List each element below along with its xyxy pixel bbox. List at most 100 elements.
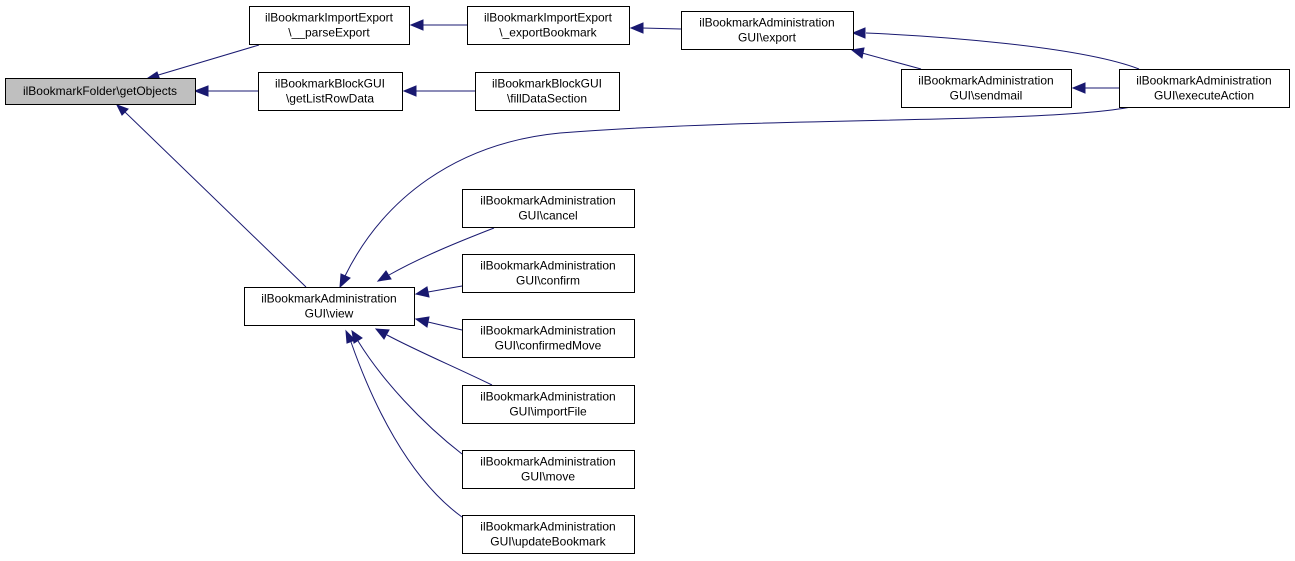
edge-updateBookmark-to-view: [345, 329, 463, 518]
edge-line: [427, 321, 463, 331]
arrowhead: [402, 85, 417, 97]
edge-cancel-to-view: [376, 227, 495, 282]
arrowhead: [414, 286, 430, 298]
node-label-line: \_exportBookmark: [499, 26, 597, 40]
edge-move-to-view: [351, 329, 463, 455]
arrowhead: [351, 329, 363, 344]
node-fillDataSection[interactable]: ilBookmarkBlockGUI\fillDataSection: [475, 72, 620, 111]
edge-executeAction-to-sendmail: [1071, 82, 1119, 94]
node-label-line: GUI\view: [305, 307, 354, 321]
edge-line: [357, 340, 463, 455]
node-box: [249, 6, 410, 45]
node-label-line: ilBookmarkAdministration: [261, 292, 396, 306]
arrowhead: [629, 22, 644, 34]
node-label-line: ilBookmarkAdministration: [480, 324, 615, 338]
edge-sendmail-to-adminExport: [850, 47, 922, 70]
edge-line: [865, 32, 1140, 70]
node-getObjects[interactable]: ilBookmarkFolder\getObjects: [5, 78, 196, 105]
edge-executeAction-to-view: [339, 106, 1132, 289]
node-label-line: ilBookmarkAdministration: [480, 194, 615, 208]
edge-importFile-to-view: [374, 328, 493, 386]
node-label-line: ilBookmarkAdministration: [699, 16, 834, 30]
edge-fillDataSection-to-getListRowData: [402, 85, 475, 97]
node-confirmedMove[interactable]: ilBookmarkAdministrationGUI\confirmedMov…: [462, 319, 635, 358]
arrowhead: [376, 270, 392, 282]
edge-getListRowData-to-getObjects: [193, 85, 258, 97]
node-label-line: ilBookmarkFolder\getObjects: [23, 84, 177, 98]
node-box: [462, 450, 635, 489]
node-label-line: \fillDataSection: [507, 92, 587, 106]
node-label-line: \getListRowData: [286, 92, 374, 106]
edge-line: [427, 285, 463, 293]
edge-executeAction-to-adminExport: [851, 27, 1140, 70]
node-parseExport[interactable]: ilBookmarkImportExport\__parseExport: [249, 6, 410, 45]
node-label-line: GUI\updateBookmark: [490, 535, 606, 549]
node-box: [462, 254, 635, 293]
node-label-line: ilBookmarkBlockGUI: [275, 77, 385, 91]
node-box: [467, 6, 630, 45]
node-box: [258, 72, 403, 111]
arrowhead: [409, 19, 424, 31]
node-label-line: \__parseExport: [288, 26, 370, 40]
node-label-line: GUI\importFile: [509, 405, 587, 419]
node-box: [681, 11, 854, 50]
node-exportBookmark[interactable]: ilBookmarkImportExport\_exportBookmark: [467, 6, 630, 45]
node-box: [462, 189, 635, 228]
node-box: [462, 319, 635, 358]
node-label-line: GUI\move: [521, 470, 575, 484]
node-executeAction[interactable]: ilBookmarkAdministrationGUI\executeActio…: [1119, 69, 1290, 108]
node-label-line: ilBookmarkAdministration: [480, 390, 615, 404]
node-label-line: ilBookmarkImportExport: [484, 11, 613, 25]
node-box: [462, 515, 635, 554]
node-label-line: GUI\sendmail: [950, 89, 1023, 103]
node-label-line: ilBookmarkAdministration: [918, 74, 1053, 88]
arrowhead: [193, 85, 209, 97]
node-label-line: GUI\confirmedMove: [495, 339, 602, 353]
node-label-line: GUI\cancel: [518, 209, 577, 223]
node-updateBookmark[interactable]: ilBookmarkAdministrationGUI\updateBookma…: [462, 515, 635, 554]
node-label-line: ilBookmarkAdministration: [1136, 74, 1271, 88]
node-label-line: ilBookmarkBlockGUI: [492, 77, 602, 91]
edge-line: [641, 27, 682, 30]
node-label-line: ilBookmarkImportExport: [265, 11, 394, 25]
node-label-line: GUI\export: [738, 31, 797, 45]
arrowhead: [850, 47, 865, 59]
node-box: [1119, 69, 1290, 108]
edge-confirm-to-view: [414, 285, 463, 298]
edge-line: [861, 52, 922, 70]
edge-line: [344, 106, 1132, 277]
arrowhead: [339, 273, 351, 289]
edge-line: [388, 227, 495, 276]
node-box: [244, 287, 415, 326]
node-box: [462, 385, 635, 424]
arrowhead: [414, 316, 430, 328]
node-label-line: GUI\confirm: [516, 274, 580, 288]
node-box: [5, 78, 196, 105]
node-label-line: GUI\executeAction: [1154, 89, 1254, 103]
edge-line: [154, 44, 260, 77]
edge-line: [124, 111, 307, 288]
node-label-line: ilBookmarkAdministration: [480, 520, 615, 534]
edge-line: [386, 334, 493, 386]
edge-exportBookmark-to-parseExport: [409, 19, 467, 31]
edge-line: [350, 341, 463, 518]
node-box: [901, 69, 1072, 108]
edge-confirmedMove-to-view: [414, 316, 463, 331]
arrowhead: [374, 328, 390, 340]
arrowhead: [345, 329, 356, 344]
arrowhead: [115, 104, 129, 116]
node-label-line: ilBookmarkAdministration: [480, 455, 615, 469]
node-getListRowData[interactable]: ilBookmarkBlockGUI\getListRowData: [258, 72, 403, 111]
edge-parseExport-to-getObjects: [146, 44, 260, 81]
arrowhead: [1071, 82, 1086, 94]
edge-adminExport-to-exportBookmark: [629, 22, 682, 34]
